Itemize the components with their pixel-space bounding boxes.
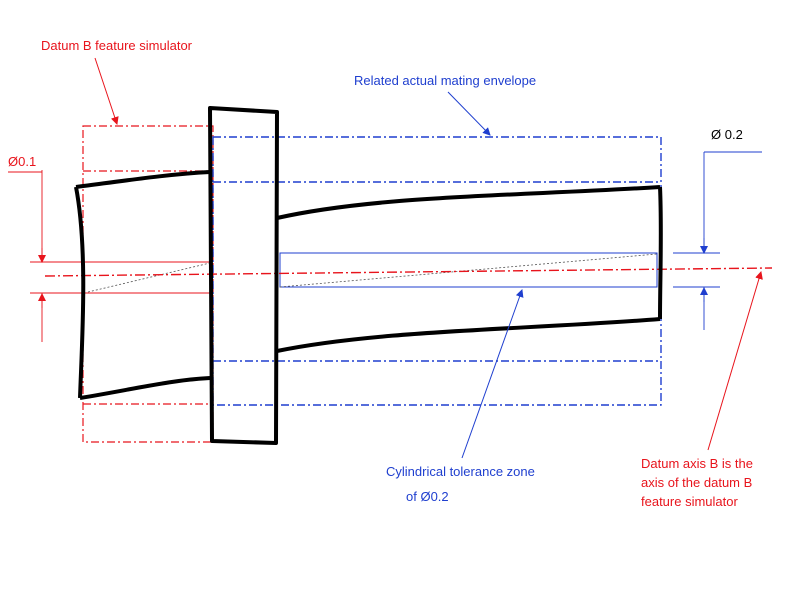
tolerance-zone-label-line2: of Ø0.2 <box>406 489 449 504</box>
tolerance-zone-diagonal <box>279 253 658 288</box>
tolerance-zone-label-line1: Cylindrical tolerance zone <box>386 464 535 479</box>
datum-b-zone-lines <box>30 170 210 342</box>
datum-axis-b-line <box>44 267 773 277</box>
datum-axis-label: Datum axis B is the axis of the datum B … <box>641 454 753 511</box>
mating-envelope-leader <box>447 91 491 136</box>
datum-axis-label-line1: Datum axis B is the <box>641 456 753 471</box>
tolerance-zone-leader <box>461 289 524 459</box>
mating-envelope-label: Related actual mating envelope <box>354 73 537 88</box>
cylindrical-tolerance-zone <box>279 252 658 288</box>
dia-0-2-label: Ø 0.2 <box>711 127 743 142</box>
datum-zone-diagonal <box>87 262 211 293</box>
datum-axis-label-line2: axis of the datum B <box>641 475 753 490</box>
dia-0-1-label: Ø0.1 <box>8 154 37 169</box>
datum-axis-label-line3: feature simulator <box>641 494 738 509</box>
datum-axis-leader <box>707 271 763 451</box>
dia-0-2-dimension <box>673 151 762 330</box>
datum-b-simulator-leader <box>94 57 119 125</box>
datum-b-simulator-label: Datum B feature simulator <box>41 38 193 53</box>
part-outline <box>74 106 663 445</box>
